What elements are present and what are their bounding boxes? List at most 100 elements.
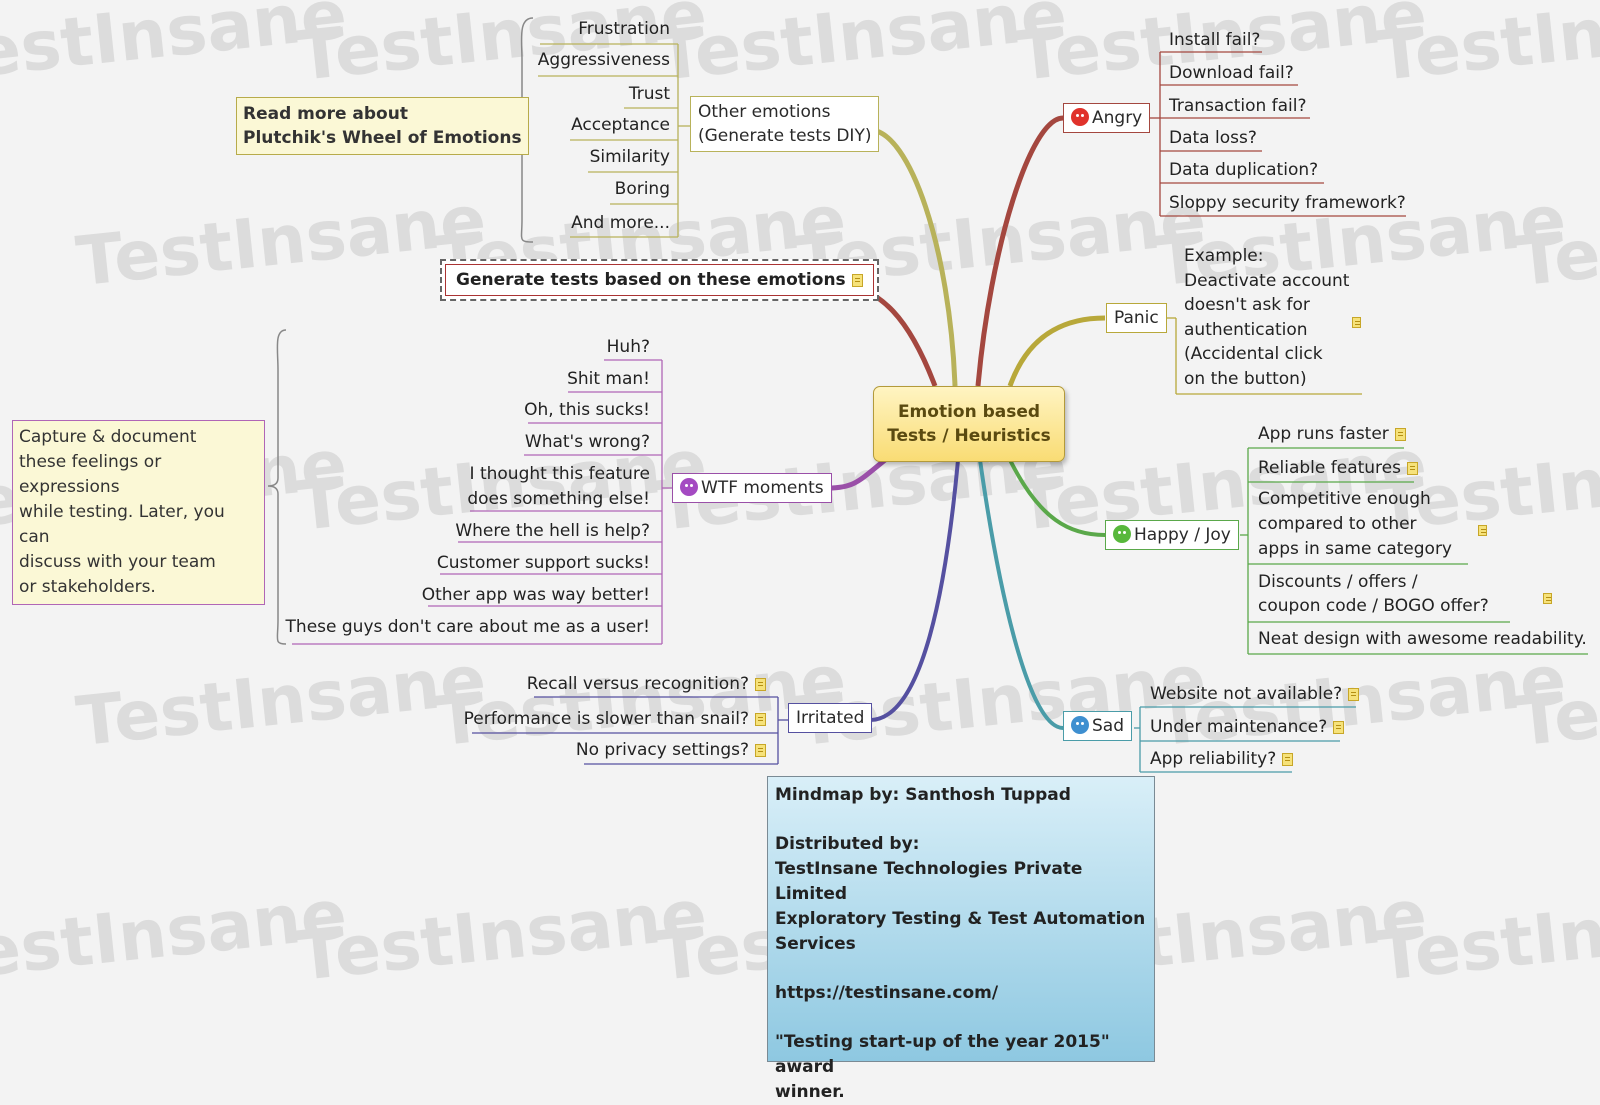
plutchik-note-line1: Read more about [243, 104, 408, 124]
other-emotion-item[interactable]: Frustration [578, 19, 670, 39]
capture-note-line: discuss with your team [19, 552, 216, 572]
wtf-leaf-lines [292, 359, 672, 645]
note-icon[interactable] [1478, 525, 1488, 536]
other-emotions-leaf-lines [538, 43, 690, 238]
central-topic-line1: Emotion based [897, 402, 1041, 422]
wtf-item[interactable]: Customer support sucks! [436, 553, 650, 573]
sad-item[interactable]: Under maintenance? [1150, 716, 1345, 738]
wtf-item[interactable]: Where the hell is help? [455, 521, 650, 541]
note-icon[interactable] [1348, 687, 1360, 701]
branch-other-emotions [869, 127, 958, 387]
other-emotion-item[interactable]: Acceptance [571, 115, 670, 135]
irritated-item-label: No privacy settings? [575, 740, 749, 760]
other-emotion-item[interactable]: Trust [628, 84, 670, 104]
wtf-item-line2[interactable]: does something else! [467, 489, 650, 509]
topic-angry-label: Angry [1092, 108, 1143, 128]
wtf-item[interactable]: Huh? [606, 337, 650, 357]
credit-services-cont: Services [775, 934, 856, 954]
wtf-item[interactable]: What's wrong? [524, 432, 650, 452]
angry-item[interactable]: Data duplication? [1169, 160, 1319, 180]
irritated-leaf-lines [472, 696, 788, 765]
happy-item-line: Competitive enough [1258, 489, 1431, 509]
angry-item[interactable]: Sloppy security framework? [1169, 193, 1406, 213]
note-icon[interactable] [1333, 720, 1345, 734]
happy-item[interactable]: Reliable features [1258, 457, 1418, 479]
wtf-item-line1[interactable]: I thought this feature [469, 464, 650, 484]
wtf-item[interactable]: Shit man! [567, 369, 650, 389]
note-icon[interactable] [1282, 752, 1294, 766]
happy-item-multiline[interactable]: Competitive enough compared to other app… [1258, 487, 1452, 562]
happy-item-line: Discounts / offers / [1258, 572, 1418, 592]
topic-happy-joy[interactable]: Happy / Joy [1105, 520, 1239, 550]
other-emotion-item[interactable]: Boring [614, 179, 670, 199]
branch-happy [1008, 459, 1106, 537]
note-icon[interactable] [755, 743, 766, 757]
wtf-item[interactable]: Oh, this sucks! [524, 400, 650, 420]
angry-face-icon [1071, 108, 1089, 126]
capture-note-line: or stakeholders. [19, 577, 156, 597]
happy-item-multiline[interactable]: Discounts / offers / coupon code / BOGO … [1258, 570, 1489, 618]
other-emotion-item[interactable]: And more... [571, 213, 670, 233]
topic-other-emotions-line1: Other emotions [698, 102, 831, 122]
shocked-face-icon [680, 478, 698, 496]
note-icon[interactable] [1394, 427, 1406, 441]
panic-leaf-lines [1166, 317, 1362, 395]
topic-other-emotions-line2: (Generate tests DIY) [698, 126, 872, 146]
plutchik-note[interactable]: Read more about Plutchik's Wheel of Emot… [236, 97, 529, 155]
angry-item[interactable]: Data loss? [1169, 128, 1257, 148]
sad-item-label: Under maintenance? [1150, 717, 1328, 737]
irritated-item[interactable]: No privacy settings? [576, 739, 766, 761]
plutchik-note-line2: Plutchik's Wheel of Emotions [243, 128, 522, 148]
crying-face-icon [1071, 716, 1089, 734]
branch-panic [1007, 315, 1106, 387]
irritated-item[interactable]: Performance is slower than snail? [464, 708, 766, 730]
panic-example-line: Deactivate account [1184, 270, 1350, 291]
angry-item[interactable]: Install fail? [1169, 30, 1261, 50]
note-icon[interactable] [755, 677, 766, 691]
happy-item[interactable]: App runs faster [1258, 423, 1406, 445]
angry-leaf-lines [1150, 51, 1406, 217]
topic-wtf-label: WTF moments [701, 478, 824, 498]
note-icon[interactable] [1543, 593, 1553, 604]
wtf-brace [267, 329, 287, 645]
topic-irritated[interactable]: Irritated [788, 703, 873, 733]
angry-item[interactable]: Transaction fail? [1169, 96, 1307, 116]
panic-example-line: authentication [1184, 319, 1308, 340]
capture-note[interactable]: Capture & document these feelings or exp… [12, 420, 265, 605]
wtf-item[interactable]: These guys don't care about me as a user… [285, 617, 650, 637]
other-emotion-item[interactable]: Similarity [589, 147, 670, 167]
happy-item[interactable]: Neat design with awesome readability. [1258, 629, 1587, 649]
generate-tests-label: Generate tests based on these emotions [456, 270, 846, 290]
branch-sad [978, 459, 1064, 730]
irritated-item-label: Performance is slower than snail? [463, 709, 749, 729]
note-icon[interactable] [755, 712, 766, 726]
panic-example[interactable]: Example: Deactivate account doesn't ask … [1184, 244, 1349, 391]
topic-wtf-moments[interactable]: WTF moments [672, 473, 832, 503]
note-icon[interactable] [1406, 461, 1418, 475]
credits-box[interactable]: Mindmap by: Santhosh Tuppad Distributed … [767, 776, 1155, 1102]
note-icon[interactable] [1352, 317, 1361, 328]
branch-irritated [869, 459, 960, 722]
irritated-item[interactable]: Recall versus recognition? [527, 673, 766, 695]
topic-sad-label: Sad [1092, 716, 1124, 736]
credit-award-cont: winner. [775, 1082, 845, 1102]
sad-item[interactable]: App reliability? [1150, 748, 1294, 770]
branch-generate [839, 283, 938, 387]
credit-url[interactable]: https://testinsane.com/ [775, 983, 999, 1003]
topic-panic-label: Panic [1114, 308, 1159, 328]
central-topic[interactable]: Emotion based Tests / Heuristics [873, 386, 1065, 462]
topic-angry[interactable]: Angry [1063, 103, 1151, 133]
happy-item-line: compared to other [1258, 514, 1417, 534]
angry-item[interactable]: Download fail? [1169, 63, 1294, 83]
topic-sad[interactable]: Sad [1063, 711, 1132, 741]
happy-item-line: apps in same category [1258, 539, 1452, 559]
wtf-item[interactable]: Other app was way better! [421, 585, 650, 605]
sad-item[interactable]: Website not available? [1150, 683, 1360, 705]
note-icon[interactable] [851, 273, 863, 287]
other-emotion-item[interactable]: Aggressiveness [537, 50, 670, 70]
topic-panic[interactable]: Panic [1106, 303, 1167, 333]
generate-tests-topic[interactable]: Generate tests based on these emotions [440, 259, 879, 301]
central-topic-line2: Tests / Heuristics [887, 426, 1051, 446]
topic-other-emotions[interactable]: Other emotions (Generate tests DIY) [690, 96, 880, 152]
